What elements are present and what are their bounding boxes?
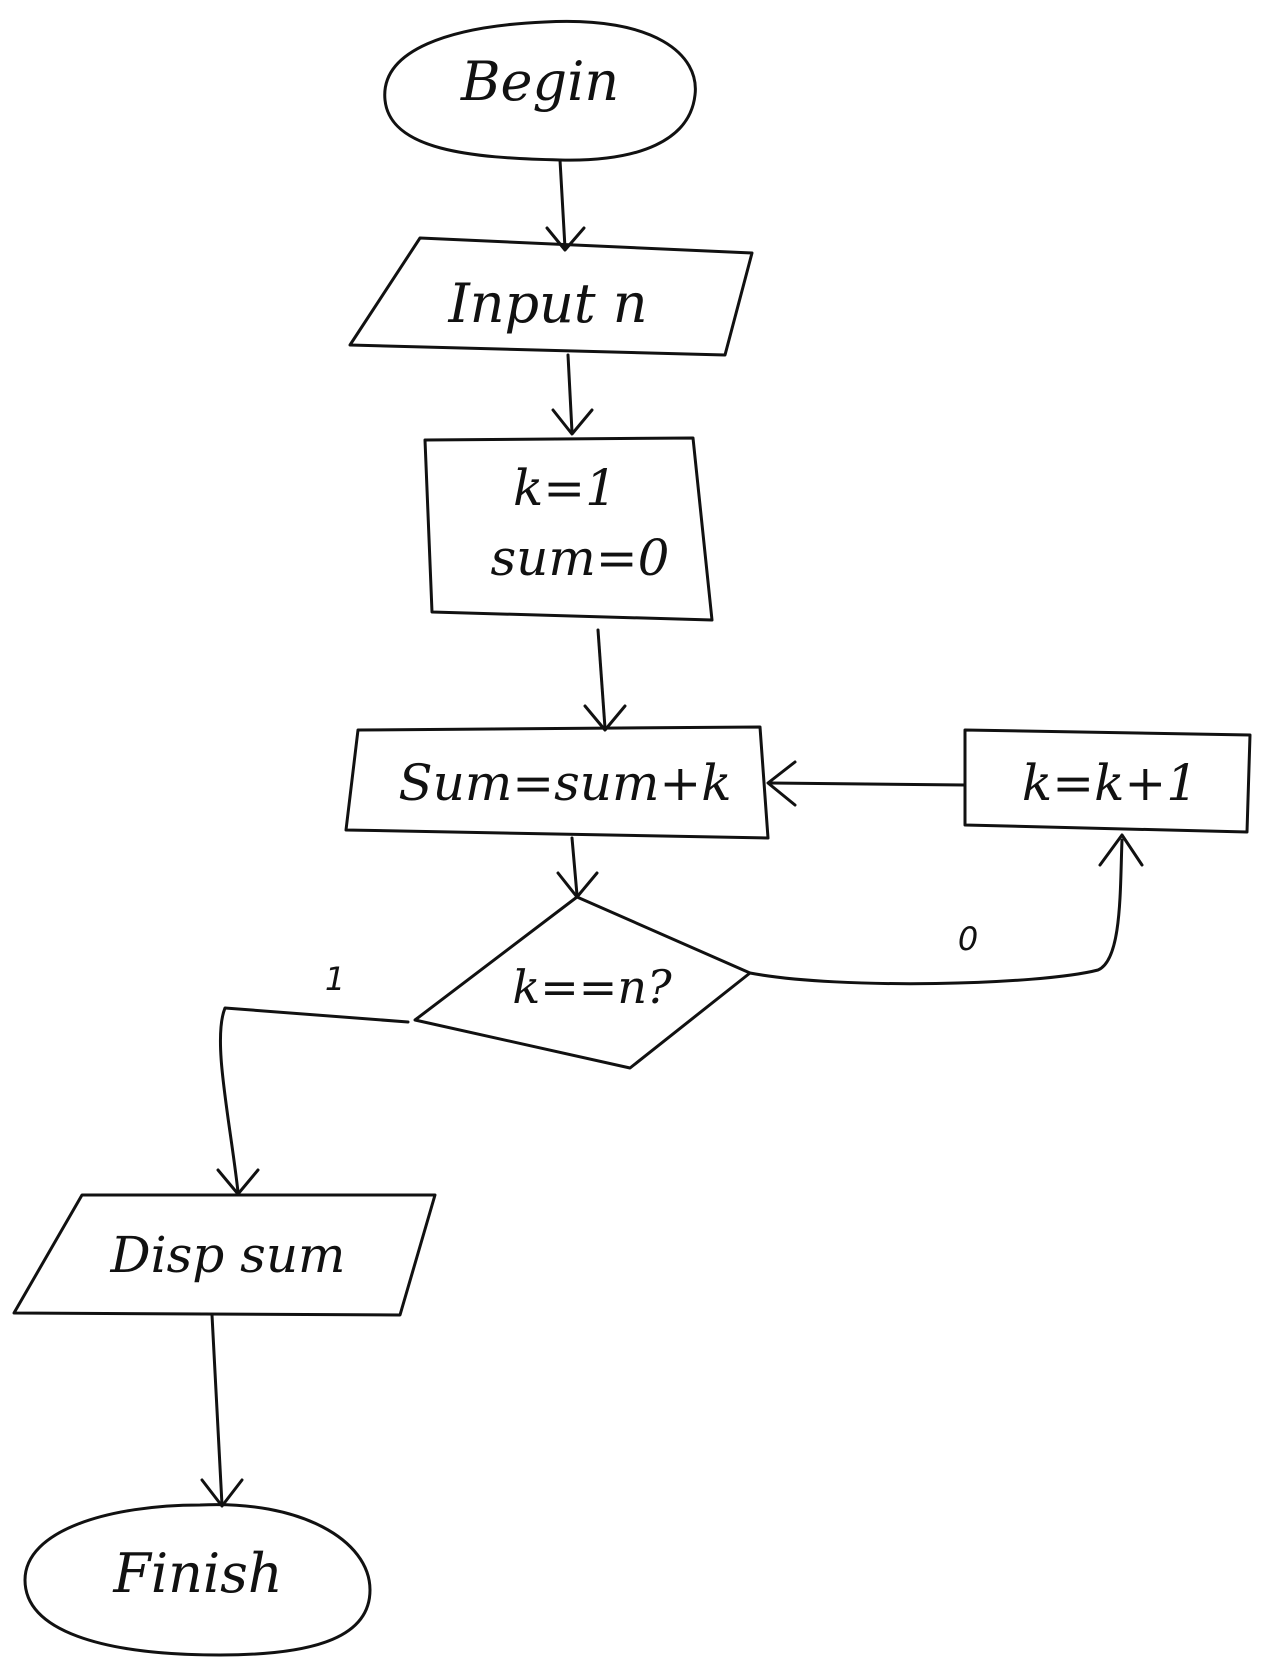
finish-oval [23,1503,372,1657]
finish-node: Finish [23,1503,372,1657]
display-shape [12,1193,437,1317]
true-branch-label: 1 [325,960,345,998]
init-shape [423,436,714,622]
arrow-increment-to-update [766,760,967,807]
input-shape [348,236,754,357]
arrow-display-to-finish [200,1313,244,1508]
arrow-false-branch: 0 [748,833,1144,986]
increment-shape [963,728,1252,834]
begin-node: Begin [383,19,697,162]
false-branch-label: 0 [958,920,978,958]
arrow-init-to-update [583,628,627,732]
arrow-update-to-decision [556,836,599,899]
display-node: Disp sum [12,1193,437,1317]
arrow-begin-to-input [545,158,586,252]
init-k-label: k=1 [513,459,617,517]
update-sum-shape [344,725,770,840]
input-label: Input n [447,272,647,335]
increment-label: k=k+1 [1022,754,1198,812]
display-label: Disp sum [110,1226,346,1284]
update-sum-label: Sum=sum+k [398,754,731,812]
arrow-input-to-init [551,353,594,436]
increment-node: k=k+1 [963,728,1252,834]
init-node: k=1 sum=0 [423,436,714,622]
begin-label: Begin [460,50,619,113]
update-sum-node: Sum=sum+k [344,725,770,840]
init-sum-label: sum=0 [491,529,670,587]
decision-label: k==n? [512,960,672,1014]
input-node: Input n [348,236,754,357]
finish-label: Finish [112,1542,282,1605]
decision-node: k==n? [413,895,752,1070]
decision-shape [413,895,752,1070]
arrow-true-branch: 1 [216,960,410,1196]
